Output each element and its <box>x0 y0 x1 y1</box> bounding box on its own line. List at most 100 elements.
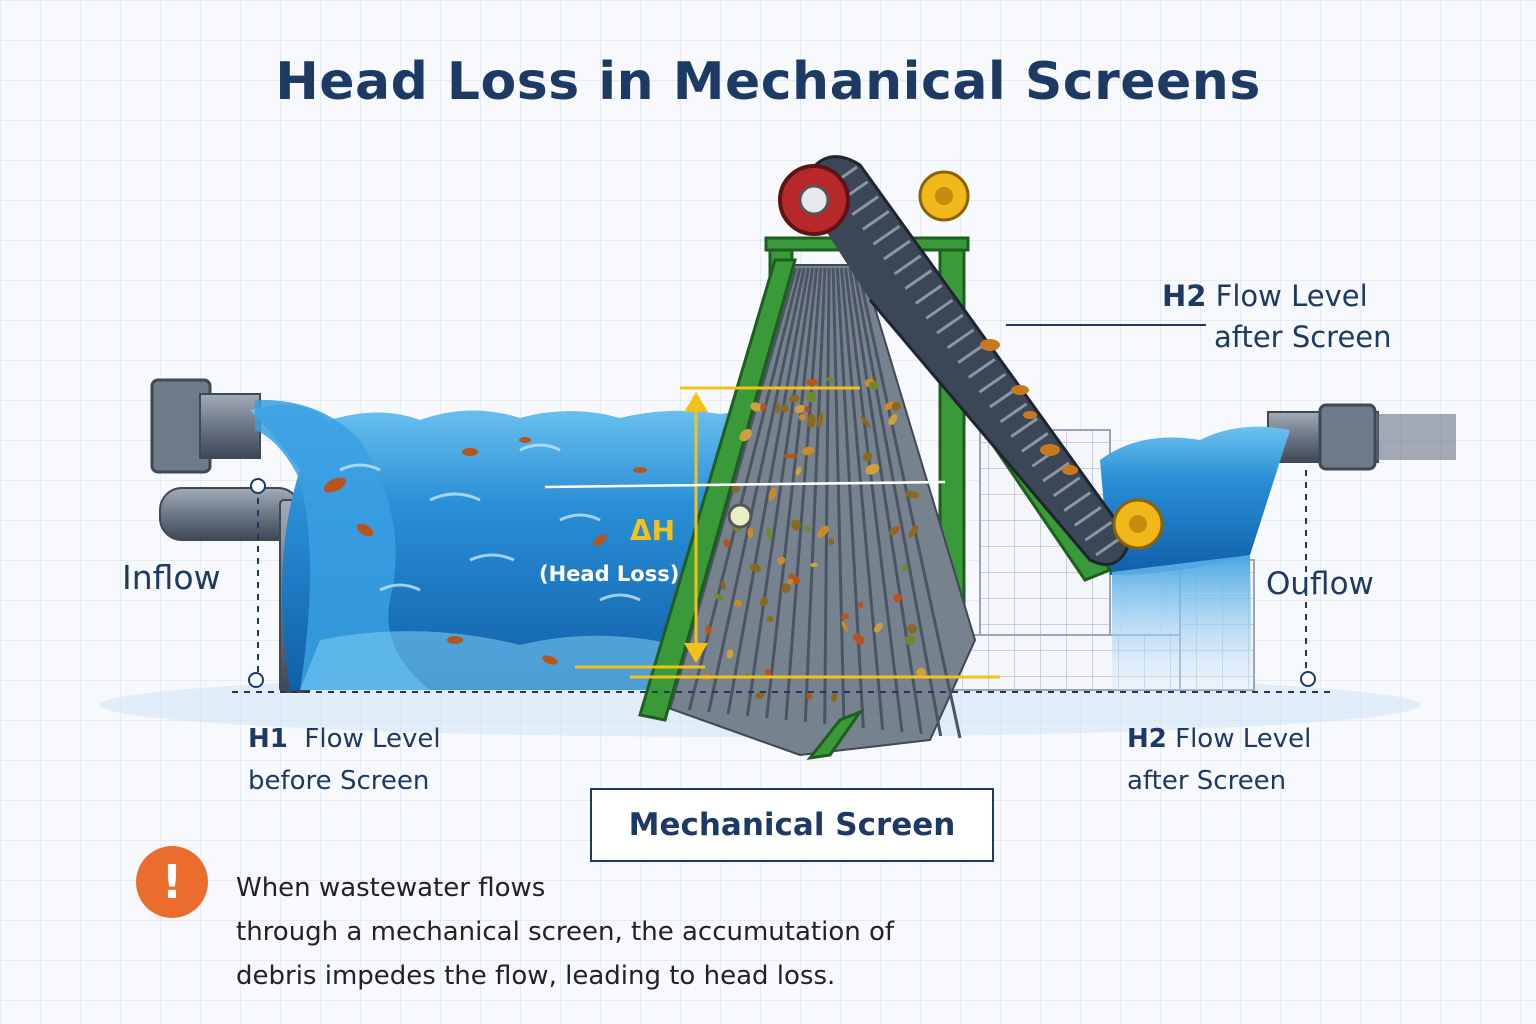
conveyor-slat <box>1020 432 1049 453</box>
debris-fragment <box>817 412 824 428</box>
warning-line-1: When wastewater flows <box>236 873 546 903</box>
conveyor-slat <box>861 210 890 231</box>
h1-line2: before Screen <box>248 766 430 796</box>
h1-label: H1 Flow Level before Screen <box>248 718 441 802</box>
debris-fragment <box>739 429 752 442</box>
dimension-lines <box>232 324 1330 693</box>
debris-fragment <box>807 413 816 428</box>
debris-fragment <box>905 490 920 499</box>
conveyor-slat <box>851 195 880 216</box>
outflow-label: Ouflow <box>1266 566 1374 602</box>
debris-fragment <box>873 622 883 633</box>
debris-fragment <box>916 667 926 678</box>
discharge-gear <box>1112 498 1164 550</box>
debris-fragment <box>786 578 794 584</box>
debris-fragment <box>806 378 818 386</box>
screen-bar <box>848 267 923 735</box>
debris-fragment <box>828 538 834 546</box>
h2-upper-line2: after Screen <box>1214 320 1392 354</box>
screen-bar <box>803 267 827 723</box>
conveyor-slat <box>914 284 943 305</box>
screen-bar <box>844 267 904 733</box>
conveyor-slat <box>925 298 954 320</box>
debris-fragment <box>783 453 798 459</box>
debris-fragment <box>731 485 740 493</box>
debris-fragment <box>860 416 871 428</box>
debris-fragment <box>888 414 898 426</box>
delta-h-label: ΔH <box>630 514 676 547</box>
h2-upper-line1: Flow Level <box>1215 279 1368 313</box>
screen-bar <box>852 267 943 737</box>
screen-bar <box>726 267 810 715</box>
debris-fragment <box>720 581 727 591</box>
debris-fragment <box>788 395 800 403</box>
conveyor-slat <box>1073 506 1102 527</box>
debris-fragment <box>766 526 773 541</box>
debris-fragment <box>891 401 901 411</box>
debris-fragment <box>781 583 791 593</box>
debris-fragment <box>857 601 864 608</box>
water-ripples <box>339 443 641 602</box>
conveyor-slat <box>989 387 1017 409</box>
debris-fragment <box>774 402 781 414</box>
debris-fragment <box>803 525 812 532</box>
upstream-debris <box>323 437 647 665</box>
outflow-pipe <box>1267 403 1456 471</box>
debris-fragment <box>869 381 880 390</box>
conveyor-slat <box>893 254 922 276</box>
outfall-cascade <box>1112 555 1252 690</box>
debris-fragment <box>776 556 786 565</box>
conveyor-slat <box>967 358 996 379</box>
debris-fragment <box>726 649 734 659</box>
h2-lower-line1: Flow Level <box>1175 724 1312 754</box>
water-foam <box>300 631 700 690</box>
debris-fragment <box>765 669 772 678</box>
conveyor-slat <box>1084 520 1113 542</box>
conveyor-slat <box>957 343 986 364</box>
drive-gear <box>918 170 970 222</box>
screen-bar <box>707 267 806 713</box>
screen-bar <box>835 267 865 729</box>
debris-fragment <box>825 377 836 383</box>
conveyor-slat <box>1095 535 1123 557</box>
debris-fragment <box>817 525 829 538</box>
debris-fragment <box>908 525 919 538</box>
inclined-bar-screen <box>638 258 977 761</box>
conveyor-slat <box>999 402 1028 424</box>
h2-upper-tag: H2 <box>1162 279 1207 313</box>
debris-fragment <box>906 624 918 634</box>
page-title: Head Loss in Mechanical Screens <box>275 52 1261 112</box>
conveyor-slat <box>1010 417 1039 438</box>
head-loss-indicator <box>575 386 1000 679</box>
mechanical-screen-text: Mechanical Screen <box>628 807 956 843</box>
debris-fragment <box>798 413 806 421</box>
debris-fragment <box>804 406 810 413</box>
debris-fragment <box>795 466 802 476</box>
exclamation-symbol: ! <box>161 855 183 909</box>
debris-fragment <box>705 624 712 635</box>
debris-fragment <box>806 693 813 700</box>
debris-fragment <box>865 463 880 475</box>
debris-fragment <box>862 452 873 462</box>
screen-bar <box>687 267 802 711</box>
warning-description: When wastewater flows through a mechanic… <box>236 866 996 998</box>
conveyor-slat <box>1063 491 1092 512</box>
debris-fragment <box>723 538 731 548</box>
debris-fragment <box>852 633 862 642</box>
debris-fragment <box>766 616 774 623</box>
debris-fragment <box>889 528 897 536</box>
conveyor-slat <box>946 328 975 350</box>
conveyor-slat <box>883 239 911 261</box>
h2-upper-label: H2 Flow Level after Screen <box>1162 276 1392 358</box>
inflow-label: Inflow <box>122 558 221 597</box>
debris-fragment <box>902 565 909 572</box>
debris-fragment <box>883 401 894 411</box>
conveyor-slat <box>936 313 964 335</box>
h2-lower-label: H2 Flow Level after Screen <box>1127 718 1311 802</box>
warning-line-2: through a mechanical screen, the accumut… <box>236 917 895 947</box>
debris-fragment <box>747 527 754 539</box>
debris-fragment <box>791 519 801 531</box>
debris-fragment <box>904 634 916 645</box>
conveyor-slat <box>1052 476 1081 498</box>
